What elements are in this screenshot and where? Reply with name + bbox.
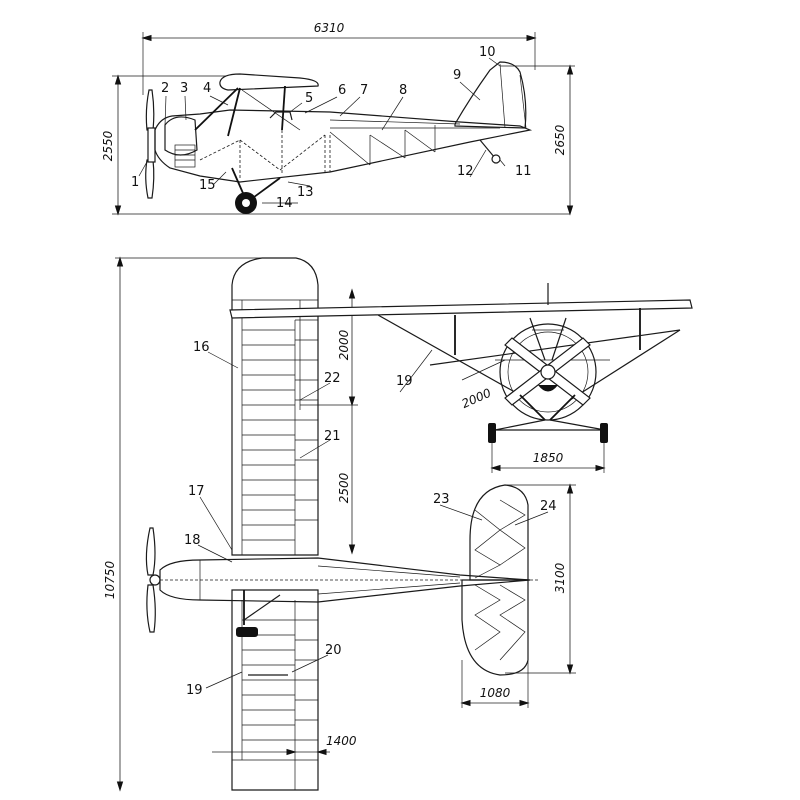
spinner (149, 574, 161, 586)
callout-13: 13 (297, 185, 314, 200)
callout-22: 22 (324, 371, 341, 386)
front-view: 1850 2000 19 (229, 283, 693, 473)
wing-strut (194, 87, 239, 131)
callout-1: 1 (131, 175, 139, 190)
fuselage-side (154, 109, 533, 183)
callout-14: 14 (276, 196, 293, 211)
propeller-lower-blade (145, 159, 155, 199)
callout-4: 4 (203, 81, 211, 96)
front-lower-wing-right (429, 329, 681, 366)
engine-cylinders (174, 144, 196, 168)
engine-cowl (164, 116, 198, 156)
wing-ribs-top (242, 319, 318, 541)
propeller-hub (147, 127, 156, 163)
propeller-upper-blade (145, 89, 155, 131)
fin-and-rudder (454, 61, 527, 129)
callout-9: 9 (453, 68, 461, 83)
fuselage-plan (159, 557, 531, 603)
callout-24: 24 (540, 499, 557, 514)
wing-ribs-bottom (242, 619, 318, 741)
tail-skid (479, 139, 496, 159)
rear-height-dimension-label: 2650 (553, 124, 567, 155)
plan-propeller-upper (145, 527, 156, 576)
span-dimension-label: 10750 (103, 561, 117, 600)
callout-10: 10 (479, 45, 496, 60)
tail-span-dimension-label: 3100 (553, 562, 567, 593)
track-dimension-label: 1850 (533, 451, 564, 465)
callout-2: 2 (161, 81, 169, 96)
callout-5: 5 (305, 91, 313, 106)
upper-wing-side (219, 73, 319, 91)
front-gear-left-leg (519, 394, 546, 421)
rear-cabane-strut (281, 85, 286, 131)
tail-wheel (491, 154, 501, 164)
gear-rear-leg (249, 177, 281, 201)
front-height-dimension-label: 2550 (101, 130, 115, 161)
propeller-disc (499, 323, 597, 421)
callout-8: 8 (399, 83, 407, 98)
callout-16: 16 (193, 340, 210, 355)
callout-23: 23 (433, 492, 450, 507)
callout-11: 11 (515, 164, 532, 179)
inner-panel-dimension-label: 2500 (337, 472, 351, 503)
callout-15: 15 (199, 178, 216, 193)
callout-20: 20 (325, 643, 342, 658)
arrow-head (141, 34, 152, 42)
tail-truss (474, 499, 526, 661)
oil-cooler (538, 385, 558, 392)
callout-17: 17 (188, 484, 205, 499)
tailplane-port (461, 579, 529, 676)
arrow-head (526, 34, 537, 42)
upper-wing-starboard (231, 257, 319, 556)
windscreen (269, 111, 293, 121)
front-bay-dimension-label: 2000 (460, 386, 494, 411)
plan-wheel (236, 627, 258, 637)
front-left-wheel (488, 423, 496, 443)
front-spinner (540, 364, 556, 380)
callout-21: 21 (324, 429, 341, 444)
plan-propeller-lower (146, 584, 156, 633)
callout-18: 18 (184, 533, 201, 548)
callout-12: 12 (457, 164, 474, 179)
front-cabane-strut (227, 87, 241, 137)
callout-19-plan: 19 (186, 683, 203, 698)
front-right-wheel (600, 423, 608, 443)
callout-3: 3 (180, 81, 188, 96)
callout-19-front: 19 (396, 374, 413, 389)
length-dimension-label: 6310 (314, 21, 345, 35)
tail-chord-dimension-label: 1080 (480, 686, 511, 700)
front-gear-right-leg (549, 394, 576, 421)
side-view: 6310 2550 2650 (101, 21, 575, 216)
plan-view: 10750 (103, 256, 576, 792)
outer-panel-dimension-label: 2000 (337, 329, 351, 360)
front-lower-wing-left (377, 314, 521, 396)
callout-6: 6 (338, 83, 346, 98)
callout-7: 7 (360, 83, 368, 98)
aileron-dimension-label: 1400 (326, 734, 357, 748)
front-upper-wing (229, 299, 693, 319)
lower-wing-port (231, 589, 319, 791)
